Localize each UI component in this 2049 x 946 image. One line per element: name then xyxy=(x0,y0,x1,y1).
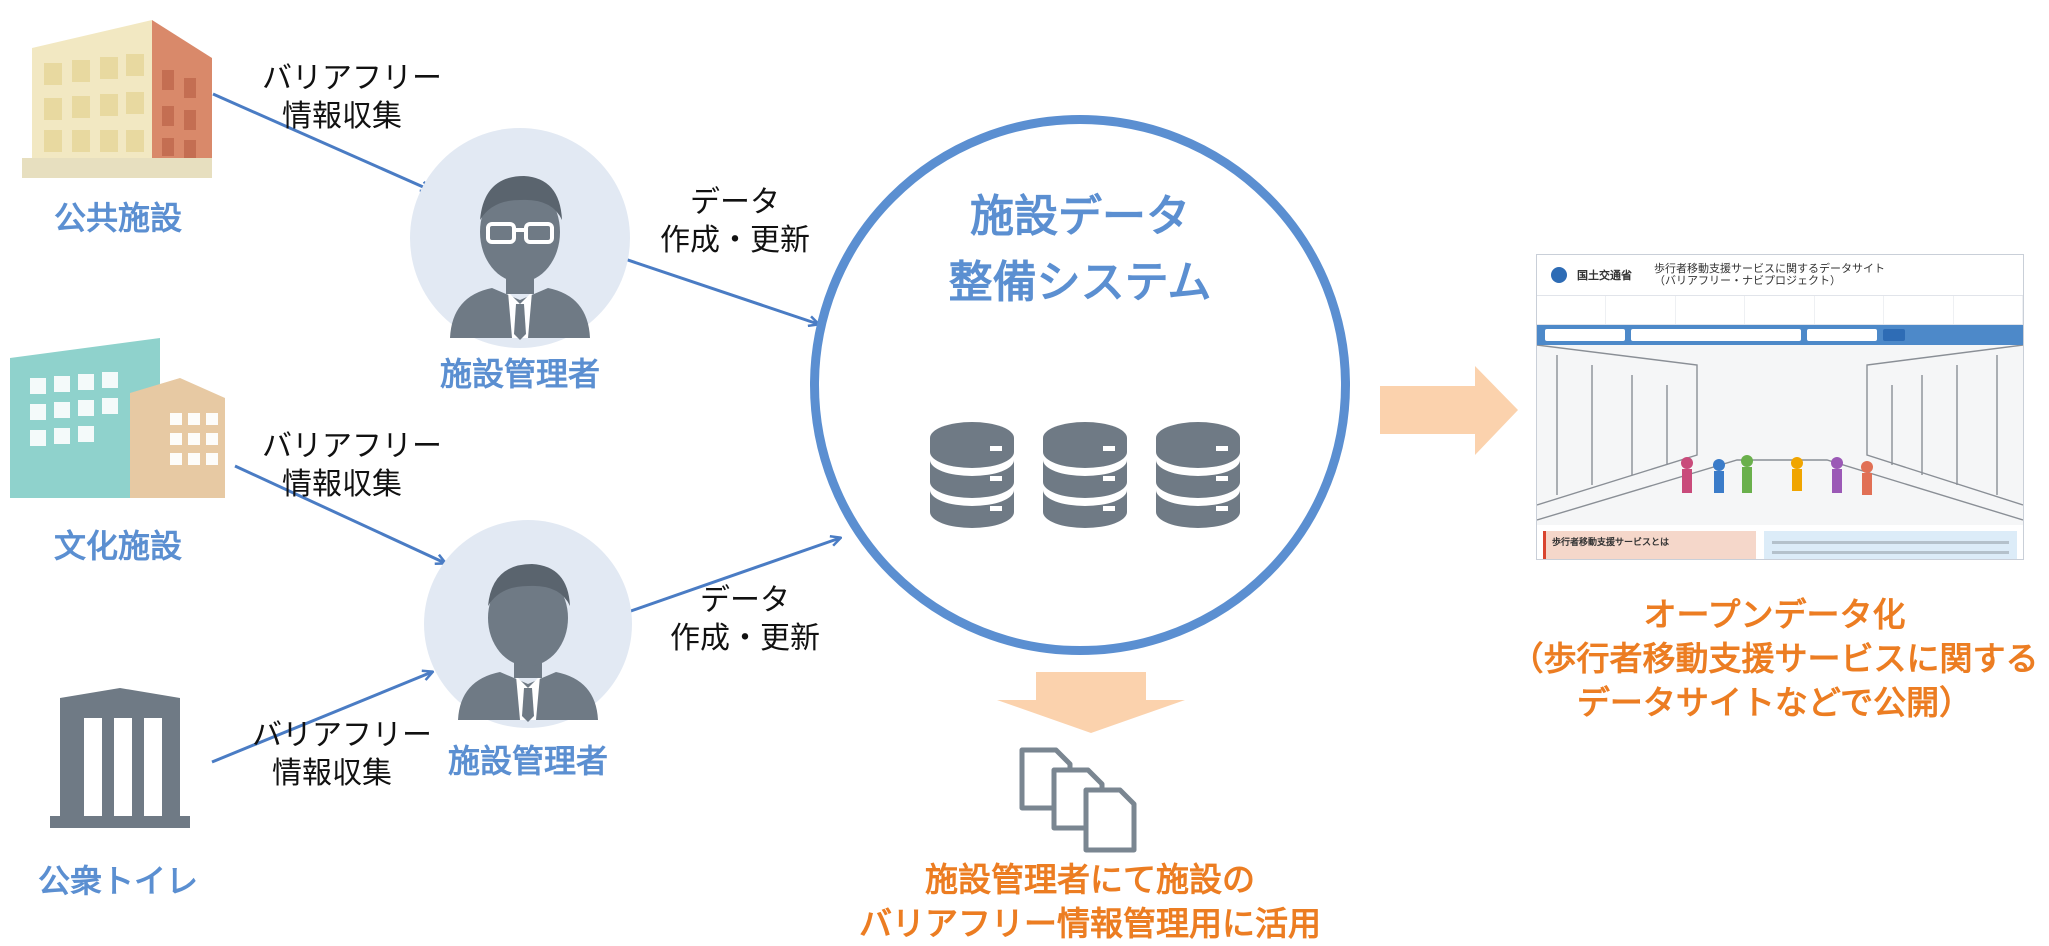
website-title: 歩行者移動支援サービスに関するデータサイト（バリアフリー・ナビプロジェクト） xyxy=(1654,262,1885,287)
mlit-logo-icon xyxy=(1551,267,1567,283)
source-label-public: 公共施設 xyxy=(53,199,182,237)
manager-label-2: 施設管理者 xyxy=(447,742,608,780)
usage-caption: 施設管理者にて施設の バリアフリー情報管理用に活用 xyxy=(859,860,1321,943)
arrow-manager1-to-system xyxy=(615,254,818,324)
open-data-website-thumbnail: 国土交通省 歩行者移動支援サービスに関するデータサイト（バリアフリー・ナビプロジ… xyxy=(1536,254,2024,560)
collect-label-1: バリアフリー情報収集 xyxy=(262,61,442,134)
documents-group xyxy=(1018,736,1168,860)
open-data-caption: オープンデータ化 （歩行者移動支援サービスに関する データサイトなどで公開） xyxy=(1510,595,2039,722)
website-nav xyxy=(1537,295,2023,325)
collect-label-2: バリアフリー情報収集 xyxy=(262,429,442,502)
arrow-manager2-to-system xyxy=(627,538,840,614)
update-label-1: データ作成・更新 xyxy=(660,185,810,258)
street-scene-icon xyxy=(1537,344,2023,521)
manager-avatar-1 xyxy=(400,128,640,372)
website-header: 国土交通省 歩行者移動支援サービスに関するデータサイト（バリアフリー・ナビプロジ… xyxy=(1537,255,2023,295)
culture-facility-building xyxy=(10,338,240,502)
website-info-left: 歩行者移動支援サービスとは xyxy=(1543,531,1756,559)
public-facility-building xyxy=(22,8,212,182)
collect-label-3: バリアフリー情報収集 xyxy=(252,718,432,791)
source-label-culture: 文化施設 xyxy=(53,527,182,565)
arrow-toilet-to-manager2 xyxy=(211,672,432,764)
manager-avatar-2 xyxy=(408,520,648,744)
website-org: 国土交通省 xyxy=(1577,269,1632,282)
manager-label-1: 施設管理者 xyxy=(439,355,600,393)
system-circle xyxy=(810,115,1350,655)
database-group xyxy=(930,420,1240,534)
system-title: 施設データ 整備システム xyxy=(948,191,1212,308)
arrow-public-to-manager1 xyxy=(212,92,430,190)
database-icon xyxy=(930,422,1240,528)
website-info-right xyxy=(1764,531,2017,559)
documents-icon xyxy=(1019,747,1137,853)
website-info-panels: 歩行者移動支援サービスとは xyxy=(1537,525,2023,559)
update-label-2: データ作成・更新 xyxy=(670,583,820,656)
website-hero-illustration xyxy=(1537,344,2023,525)
manager-glasses-icon xyxy=(410,128,630,348)
public-toilet-icon xyxy=(50,688,190,828)
public-toilet-building xyxy=(50,688,190,832)
office-building-icon xyxy=(22,20,212,178)
arrow-system-to-usage xyxy=(997,672,1185,733)
website-search-bar xyxy=(1537,325,2023,345)
arrow-culture-to-manager2 xyxy=(234,464,445,563)
source-label-toilet: 公衆トイレ xyxy=(37,862,198,900)
arrow-system-to-opendata xyxy=(1380,366,1518,455)
culture-facility-icon xyxy=(10,338,225,498)
manager-icon xyxy=(424,520,632,728)
